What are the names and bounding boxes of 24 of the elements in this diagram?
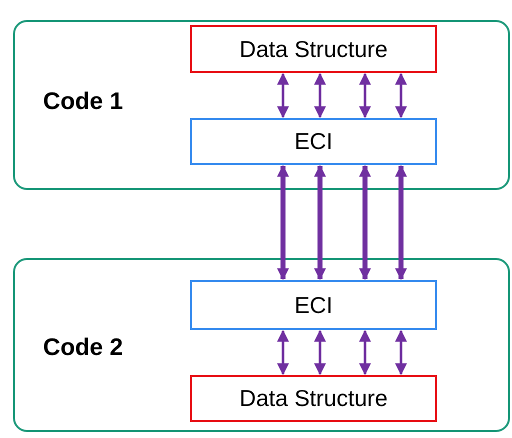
group-container (13, 20, 510, 190)
component-box (190, 375, 437, 422)
component-box (190, 25, 437, 73)
double-arrow (395, 164, 407, 280)
double-arrow (359, 72, 371, 118)
double-arrow (395, 330, 407, 376)
box-label: ECI (294, 128, 333, 155)
group-title: Code 1 (43, 88, 124, 116)
group-title: Code 2 (43, 334, 124, 362)
double-arrow (314, 330, 326, 376)
box-label: Data Structure (239, 36, 388, 62)
double-arrow (395, 72, 407, 118)
double-arrow (314, 72, 326, 118)
double-arrow (359, 330, 371, 376)
component-box (190, 118, 437, 165)
box-label: ECI (294, 292, 333, 318)
box-label: Data Structure (239, 385, 388, 412)
double-arrow (277, 164, 289, 280)
group-container (13, 258, 510, 432)
component-box (190, 280, 437, 330)
double-arrow (277, 330, 289, 376)
double-arrow (359, 164, 371, 280)
double-arrow (277, 72, 289, 118)
double-arrow (314, 164, 326, 280)
